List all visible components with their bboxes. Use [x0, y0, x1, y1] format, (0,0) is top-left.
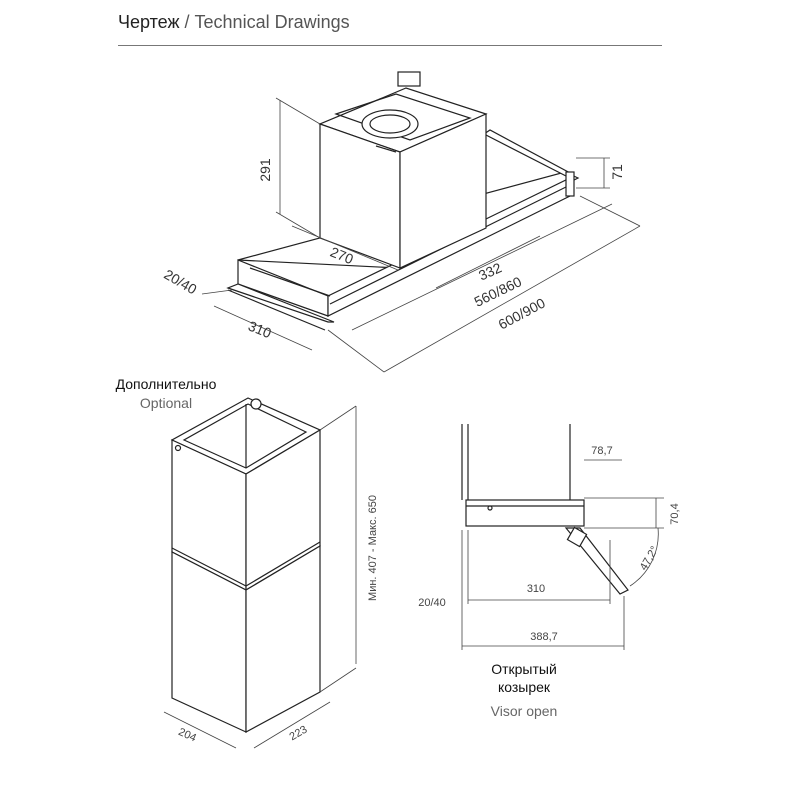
hood-top-collar	[397, 71, 421, 87]
dim-600-ext	[327, 329, 385, 373]
dim-chimney-height: 291	[257, 158, 273, 182]
dim-angle: 47,2°	[638, 544, 661, 572]
dim-hood-depth: 310	[246, 318, 274, 342]
hood-base-edge	[249, 267, 331, 297]
visor-screw	[487, 505, 493, 511]
dim-overhang: 78,7	[591, 445, 612, 457]
dim-visor-offset: 20/40	[161, 266, 200, 297]
header-divider	[118, 45, 662, 46]
dim-chimney-depth-204: 204	[176, 726, 198, 744]
title-ru: Чертеж	[118, 12, 180, 32]
chimney-drawing: Дополнительно Optional Мин. 407 - Макс. …	[116, 376, 379, 749]
hood-rail-end	[565, 171, 575, 197]
title-separator: /	[179, 12, 195, 32]
dim-visor-height: 71	[609, 164, 625, 180]
dim-332-line	[435, 235, 541, 289]
dim-600-ext	[579, 195, 641, 227]
hood-fan-inner	[369, 114, 411, 134]
chimney-height-range: Мин. 407 - Макс. 650	[367, 495, 379, 601]
chimney-label-ru: Дополнительно	[116, 376, 217, 392]
chimney-screw-hole	[250, 398, 262, 410]
dim-chimney-width-223: 223	[288, 724, 310, 744]
dim-visor-depth: 310	[527, 583, 545, 595]
dim-chimney-width: 332	[476, 259, 504, 283]
dim-angle-arc	[629, 527, 659, 587]
dim-lift: 70,4	[669, 503, 681, 524]
visor-label-en: Visor open	[491, 703, 558, 719]
dim-outer-width: 600/900	[496, 295, 548, 333]
chimney-screw-hole	[174, 444, 182, 452]
hood-rail	[482, 129, 574, 177]
dim-2040-line	[201, 289, 233, 295]
hood-drawing: 291 71 270 332 560/860 600/900 310 20/40	[161, 71, 641, 373]
hood-visor-strip	[226, 283, 335, 323]
dim-600-line	[383, 225, 641, 373]
title-en: Technical Drawings	[194, 12, 350, 32]
dim-560-line	[351, 203, 613, 331]
visor-label-ru-2: козырек	[498, 679, 551, 695]
chimney-label-en: Optional	[140, 395, 192, 411]
header: Чертеж / Technical Drawings	[118, 12, 662, 48]
dim-291-ext-bottom	[275, 211, 321, 239]
visor-drawing: 78,7 70,4 47,2° 20/40 310 388,7 Открытый…	[418, 424, 681, 719]
chimney-joint	[245, 541, 321, 587]
dim-visor-offset: 20/40	[418, 597, 446, 609]
visor-body	[465, 499, 585, 527]
dim-270-line	[291, 225, 399, 271]
dim-204-line	[163, 711, 237, 749]
dim-height-ext	[319, 405, 357, 431]
dim-visor-total: 388,7	[530, 631, 558, 643]
hood-visor-edge	[227, 289, 326, 331]
chimney-joint	[171, 547, 247, 587]
visor-label-ru-1: Открытый	[491, 661, 557, 677]
hood-box-side	[399, 113, 487, 269]
dim-223-line	[253, 701, 331, 749]
dim-291-ext-top	[275, 97, 321, 125]
dim-height-ext	[319, 667, 357, 693]
hood-box-notch	[375, 145, 397, 153]
dim-310-line	[213, 305, 313, 351]
visor-hinge	[566, 526, 588, 548]
chimney-top-inner	[182, 403, 308, 469]
